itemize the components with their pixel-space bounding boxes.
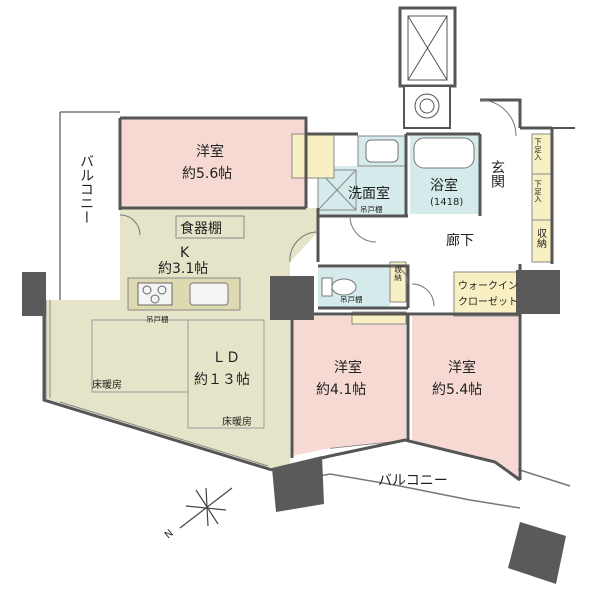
toilet-storage-label: 収納 — [393, 266, 402, 283]
walk-in-line2: クローゼット — [458, 296, 518, 308]
entrance-name: 玄関 — [489, 159, 505, 189]
western-room-1-name: 洋室 — [196, 143, 224, 160]
compass-north-label: N — [163, 528, 176, 541]
door-swings — [119, 99, 517, 307]
kitchen-name: K — [180, 245, 190, 261]
western-room-3-size: 約5.4帖 — [432, 382, 482, 398]
shoe-storage-label-1: 下足入 — [533, 138, 542, 161]
bathroom-name: 浴室 — [430, 177, 458, 194]
floor-heating-zones — [91, 319, 265, 429]
compass-icon — [179, 487, 233, 529]
walls — [42, 98, 575, 482]
ld-area — [44, 208, 318, 470]
pipe-shaft — [398, 6, 457, 129]
ld-name: ＬＤ — [212, 350, 240, 366]
western-room-2-name: 洋室 — [334, 359, 362, 376]
toilet-hanging-cabinet: 吊戸棚 — [340, 294, 363, 304]
balcony-left-label: バルコニー — [78, 154, 94, 224]
bathtub — [413, 137, 475, 169]
ld-size: 約１３帖 — [194, 372, 250, 388]
balcony-bottom-label: バルコニー — [378, 473, 448, 489]
columns — [22, 270, 566, 584]
kitchen-hanging-cabinet: 吊戸棚 — [146, 314, 169, 324]
room-labels: 洋室 約5.6帖 食器棚 K 約3.1帖 吊戸棚 ＬＤ 約１３帖 床暖房 床暖房… — [78, 138, 547, 489]
bathroom-note: (1418) — [430, 197, 463, 208]
washroom-name: 洗面室 — [348, 185, 390, 202]
room1-closet — [291, 133, 335, 179]
windows — [45, 300, 269, 467]
hallway-name: 廊下 — [446, 232, 474, 249]
walk-in-closet — [453, 271, 521, 317]
western-room-2 — [292, 316, 406, 456]
western-room-1 — [120, 118, 306, 208]
walk-in-line1: ウォークイン — [458, 280, 518, 292]
western-room-3 — [412, 316, 518, 478]
shoe-storage-label-2: 下足入 — [533, 180, 542, 203]
floor-heating-label-1: 床暖房 — [92, 378, 122, 391]
kitchen-sink — [189, 282, 229, 306]
kitchen-size: 約3.1帖 — [158, 261, 208, 277]
western-room-3-name: 洋室 — [448, 359, 476, 376]
western-room-1-size: 約5.6帖 — [182, 166, 232, 182]
toilet-storage — [389, 261, 407, 303]
wash-basin — [365, 139, 399, 163]
cooktop — [137, 282, 173, 306]
hall-storage-label: 収納 — [535, 228, 547, 249]
pantry-label: 食器棚 — [180, 220, 222, 237]
toilet-icon — [321, 277, 357, 297]
floor-heating-label-2: 床暖房 — [222, 415, 252, 428]
western-room-2-size: 約4.1帖 — [316, 382, 366, 398]
pantry-cabinet — [175, 215, 245, 239]
washroom-hanging-cabinet: 吊戸棚 — [360, 204, 383, 214]
